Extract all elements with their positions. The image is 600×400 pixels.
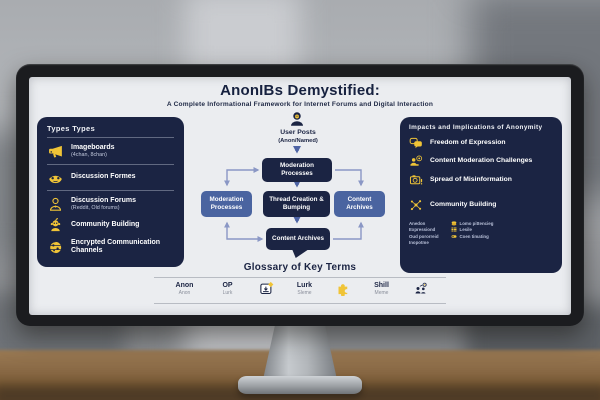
list-item-community-building: Community Building xyxy=(47,217,174,234)
footnote-row: Lesile xyxy=(451,227,494,232)
item-sublabel: (Reddit, Old forums) xyxy=(71,204,120,211)
footnote-row: Lomo pittencieg xyxy=(451,220,494,226)
monitor-screen: AnonIBs Demystified: A Complete Informat… xyxy=(29,77,571,315)
item-label: Community Building xyxy=(430,200,497,208)
puzzle-icon xyxy=(338,284,347,296)
glossary-term-lurk: Lurk Sleme xyxy=(293,282,317,296)
item-label: Encrypted Communication Channels xyxy=(71,238,161,254)
infographic-title: AnonIBs Demystified: xyxy=(220,82,380,99)
speech-bubble-tail xyxy=(292,249,309,258)
footnote-row: Coen timating xyxy=(451,234,494,239)
list-item-moderation-challenges: Content Moderation Challenges xyxy=(409,154,553,168)
list-icon xyxy=(451,227,457,232)
flow-node-content-archives-bottom: Content Archives xyxy=(266,228,330,258)
flow-node-thread-creation: Thread Creation & Bumping xyxy=(263,191,330,217)
footnote-line: Coen timating xyxy=(459,233,489,239)
term-definition: Lurk xyxy=(222,290,233,296)
divider xyxy=(47,190,174,191)
flow-source-label: User Posts xyxy=(280,129,316,136)
divider xyxy=(154,303,446,304)
item-label: Discussion Forums xyxy=(71,196,136,204)
community-star-icon xyxy=(415,282,427,294)
term-word: Anon xyxy=(175,282,194,289)
item-label: Community Building xyxy=(71,221,140,229)
glossary-title: Glossary of Key Terms xyxy=(243,262,357,273)
footnote-line: Inopotme xyxy=(409,240,429,245)
footnote-line: Expressiond xyxy=(409,227,436,232)
coins-icon xyxy=(451,220,456,225)
term-definition: Anon xyxy=(178,290,191,296)
divider xyxy=(47,163,174,165)
item-label: Freedom of Expression xyxy=(430,138,506,146)
pill-icon xyxy=(451,234,457,238)
speech-bubbles-icon xyxy=(409,137,422,148)
impacts-panel-title: Impacts and Implications of Anonymity xyxy=(409,124,543,131)
list-item-misinformation: Spread of Misinformation xyxy=(409,173,553,187)
flow-node-content-archives-right: Content Archives xyxy=(334,191,385,217)
types-panel-title: Types Types xyxy=(47,124,96,133)
infographic-subtitle: A Complete Informational Framework for I… xyxy=(166,101,434,108)
megaphone-icon xyxy=(49,145,62,157)
footnote-line: Lomo pittencieg xyxy=(459,220,494,226)
footnote-line: Oud pororreid xyxy=(409,233,439,239)
term-word: Shill xyxy=(374,282,389,289)
list-item-imageboards: Imageboards (4chan, 8chan) xyxy=(47,143,174,160)
flow-node-label: Content Archives xyxy=(272,235,324,243)
community-person-icon xyxy=(50,217,61,232)
globe-icon xyxy=(49,240,62,254)
item-label: Content Moderation Challenges xyxy=(430,157,533,165)
types-panel: Types Types Imageboards (4chan, 8chan) xyxy=(37,117,184,267)
glossary-terms-row: Anon Anon OP Lurk Lurk Sleme xyxy=(29,278,571,299)
item-label: Discussion Formes xyxy=(71,173,136,181)
list-item-freedom-expression: Freedom of Expression xyxy=(409,136,553,150)
list-item-discussion-forums: Discussion Forums (Reddit, Old forums) xyxy=(47,196,174,213)
footnote-line: Lesile xyxy=(459,227,472,232)
divider xyxy=(154,277,446,278)
impacts-panel: Impacts and Implications of Anonymity Fr… xyxy=(400,117,562,273)
list-item-encrypted-channels: Encrypted Communication Channels xyxy=(47,239,174,256)
item-sublabel: (4chan, 8chan) xyxy=(71,151,107,158)
flow-node-moderation-left: Moderation Processes xyxy=(201,191,252,217)
glossary-term-shill: Shill Meme xyxy=(370,282,394,296)
term-definition: Meme xyxy=(374,290,389,296)
monitor-stand-neck xyxy=(262,322,338,384)
user-posts-icon xyxy=(291,112,303,126)
monitor-stand-base xyxy=(238,376,362,394)
item-label: Imageboards xyxy=(71,143,115,151)
list-item-community-building: Community Building xyxy=(409,198,553,212)
network-icon xyxy=(410,199,422,210)
glossary-section: Glossary of Key Terms Anon Anon OP Lurk xyxy=(29,262,571,304)
term-word: OP xyxy=(222,282,233,289)
term-definition: Sleme xyxy=(297,290,312,296)
glossary-term-op: OP Lurk xyxy=(216,282,240,296)
camera-alert-icon xyxy=(409,174,423,185)
footnote-line: Anedon xyxy=(409,220,426,226)
footnote-column-left: Anedon Expressiond Oud pororreid Inopotm… xyxy=(409,221,439,246)
mask-face-icon xyxy=(49,175,62,184)
flow-node-moderation-top: Moderation Processes xyxy=(262,158,332,182)
flow-source-sublabel: (Anon/Named) xyxy=(278,137,318,144)
moderator-desk-icon xyxy=(410,155,423,166)
footnote-column-right: Lomo pittencieg Lesile Coen timating xyxy=(451,220,494,246)
list-item-discussion-formes: Discussion Formes xyxy=(47,169,174,186)
term-word: Lurk xyxy=(296,282,313,289)
footnotes: Anedon Expressiond Oud pororreid Inopotm… xyxy=(409,221,553,246)
inbox-icon xyxy=(259,281,273,295)
divider xyxy=(47,137,174,138)
item-label: Spread of Misinformation xyxy=(430,175,512,183)
glossary-term-anon: Anon Anon xyxy=(173,282,197,296)
person-icon xyxy=(49,197,62,211)
